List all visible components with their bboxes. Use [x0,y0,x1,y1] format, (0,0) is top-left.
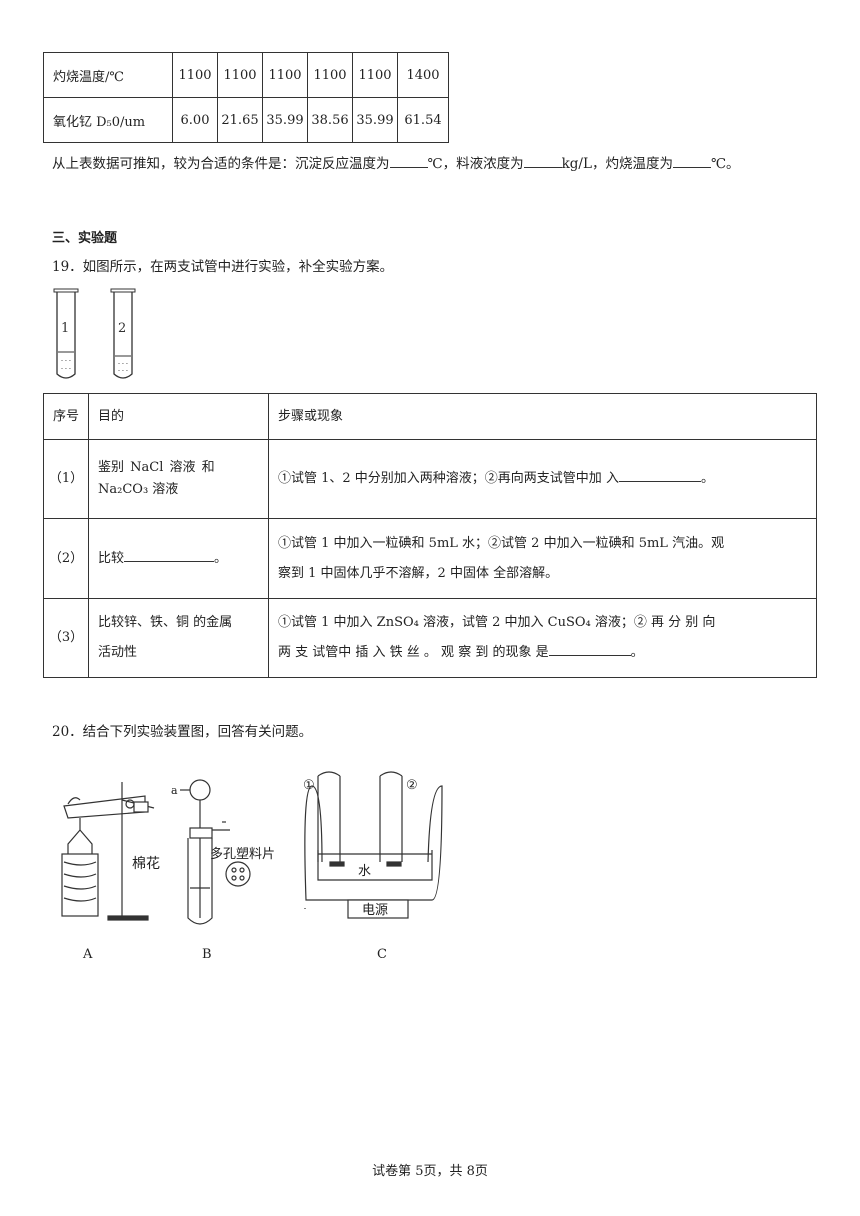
table-cell: 1400 [397,52,449,98]
conclusion-text: 从上表数据可推知，较为合适的条件是：沉淀反应温度为 [52,156,390,172]
conclusion-text: kg/L，灼烧温度为 [561,156,673,172]
table-cell: 1100 [352,52,398,98]
label-a: A [82,947,93,962]
table-cell: 35.99 [352,97,398,143]
header-cell: 目的 [88,393,269,440]
step-text: ①试管 1 中加入 ZnSO₄ 溶液，试管 2 中加入 CuSO₄ 溶液；② 再… [278,615,716,630]
table-cell: 6.00 [172,97,218,143]
conclusion-line: 从上表数据可推知，较为合适的条件是：沉淀反应温度为 ℃，料液浓度为 kg/L，灼烧温… [52,152,740,172]
purpose-text: 比较 [98,550,125,566]
purpose-text: 比较锌、铁、铜 的金属 [98,615,233,630]
table-row: （2） 比较 。 ①试管 1 中加入一粒碘和 5mL 水；②试管 2 中加入一粒碘… [43,518,817,599]
step-text: 察到 1 中固体几乎不溶解，2 中固体 全部溶解。 [278,565,559,581]
table-header-row: 序号 目的 步骤或现象 [43,393,817,440]
svg-text:- - -: - - - [118,360,128,367]
svg-text:- - -: - - - [61,365,71,372]
porous-plate-label: 多孔塑料片 [210,846,275,862]
answer-blank[interactable] [548,642,631,656]
apparatus-a [61,782,155,921]
row-label: 氧化钇 D₅0/um [43,97,173,143]
label-b: B [202,947,212,962]
table-cell: 21.65 [217,97,263,143]
power-source-label: 电源 [362,903,388,918]
section-title: 三、实验题 [52,231,118,246]
answer-blank[interactable] [618,468,701,482]
table-cell: 38.56 [307,97,353,143]
conclusion-text: ℃，料液浓度为 [427,156,524,172]
header-cell: 序号 [43,393,89,440]
purpose-cell: 鉴别 NaCl 溶液 和 Na₂CO₃ 溶液 [88,439,269,519]
table-row: 氧化钇 D₅0/um 6.00 21.65 35.99 38.56 35.99 … [43,97,449,143]
row-number: （1） [43,439,89,519]
experiment-table: 序号 目的 步骤或现象 （1） 鉴别 NaCl 溶液 和 Na₂CO₃ 溶液 ①… [43,393,817,678]
question-20-text: 20．结合下列实验装置图，回答有关问题。 [52,724,313,740]
purpose-text: Na₂CO₃ 溶液 [98,482,179,497]
answer-blank[interactable] [124,548,215,562]
step-cell: ①试管 1 中加入 ZnSO₄ 溶液，试管 2 中加入 CuSO₄ 溶液；② 再… [268,598,817,678]
purpose-cell: 比较 。 [88,518,269,599]
water-label: 水 [358,864,371,879]
answer-blank[interactable] [389,154,428,168]
page-footer: 试卷第 5页，共 8页 [372,1164,488,1179]
header-cell: 步骤或现象 [268,393,817,440]
step-text: ①试管 1 中加入一粒碘和 5mL 水；②试管 2 中加入一粒碘和 5mL 汽油… [278,535,725,551]
apparatus-c [304,771,443,919]
question-19-text: 19．如图所示，在两支试管中进行实验，补全实验方案。 [52,259,394,275]
step-cell: ①试管 1、2 中分别加入两种溶液；②再向两支试管中加 入 。 [268,439,817,519]
table-row: （1） 鉴别 NaCl 溶液 和 Na₂CO₃ 溶液 ①试管 1、2 中分别加入… [43,439,817,519]
step-text: 。 [700,471,714,486]
purpose-text: 鉴别 NaCl 溶液 和 [98,460,215,475]
step-text: 两 支 试管中 插 入 铁 丝 。 观 察 到 的现象 是 [278,645,549,660]
apparatus-figure: 棉花 A a 多孔塑料片 B ① ② 水 电源 C [61,771,443,962]
electrode-1-label: ① [303,778,315,793]
purpose-text: 活动性 [98,645,138,660]
conclusion-text: ℃。 [710,156,740,172]
table-cell: 61.54 [397,97,449,143]
label-c: C [377,947,387,962]
purpose-text: 。 [214,550,228,566]
answer-blank[interactable] [523,154,562,168]
table-cell: 35.99 [262,97,308,143]
tube-2-label: 2 [118,321,126,336]
table-row: 灼烧温度/℃ 1100 1100 1100 1100 1100 1400 [43,52,449,98]
step-text: ①试管 1、2 中分别加入两种溶液；②再向两支试管中加 入 [278,471,619,486]
test-tube-1: - - - - - - 1 [53,288,79,379]
test-tubes-figure: - - - - - - 1 - - - - - - 2 [53,288,136,379]
step-text: 。 [630,645,644,660]
label-a-funnel: a [171,784,178,797]
row-number: （3） [43,598,89,678]
table-cell: 1100 [217,52,263,98]
svg-text:- - -: - - - [61,357,71,364]
data-table-1: 灼烧温度/℃ 1100 1100 1100 1100 1100 1400 氧化钇… [43,52,449,143]
table-cell: 1100 [172,52,218,98]
row-label: 灼烧温度/℃ [43,52,173,98]
answer-blank[interactable] [672,154,711,168]
table-cell: 1100 [262,52,308,98]
table-cell: 1100 [307,52,353,98]
cotton-label: 棉花 [132,855,160,872]
svg-text:- - -: - - - [118,367,128,374]
step-cell: ①试管 1 中加入一粒碘和 5mL 水；②试管 2 中加入一粒碘和 5mL 汽油… [268,518,817,599]
purpose-cell: 比较锌、铁、铜 的金属 活动性 [88,598,269,678]
test-tube-2: - - - - - - 2 [110,288,136,379]
row-number: （2） [43,518,89,599]
tube-1-label: 1 [61,321,69,336]
apparatus-b [180,779,251,925]
table-row: （3） 比较锌、铁、铜 的金属 活动性 ①试管 1 中加入 ZnSO₄ 溶液，试… [43,598,817,678]
electrode-2-label: ② [406,778,418,793]
